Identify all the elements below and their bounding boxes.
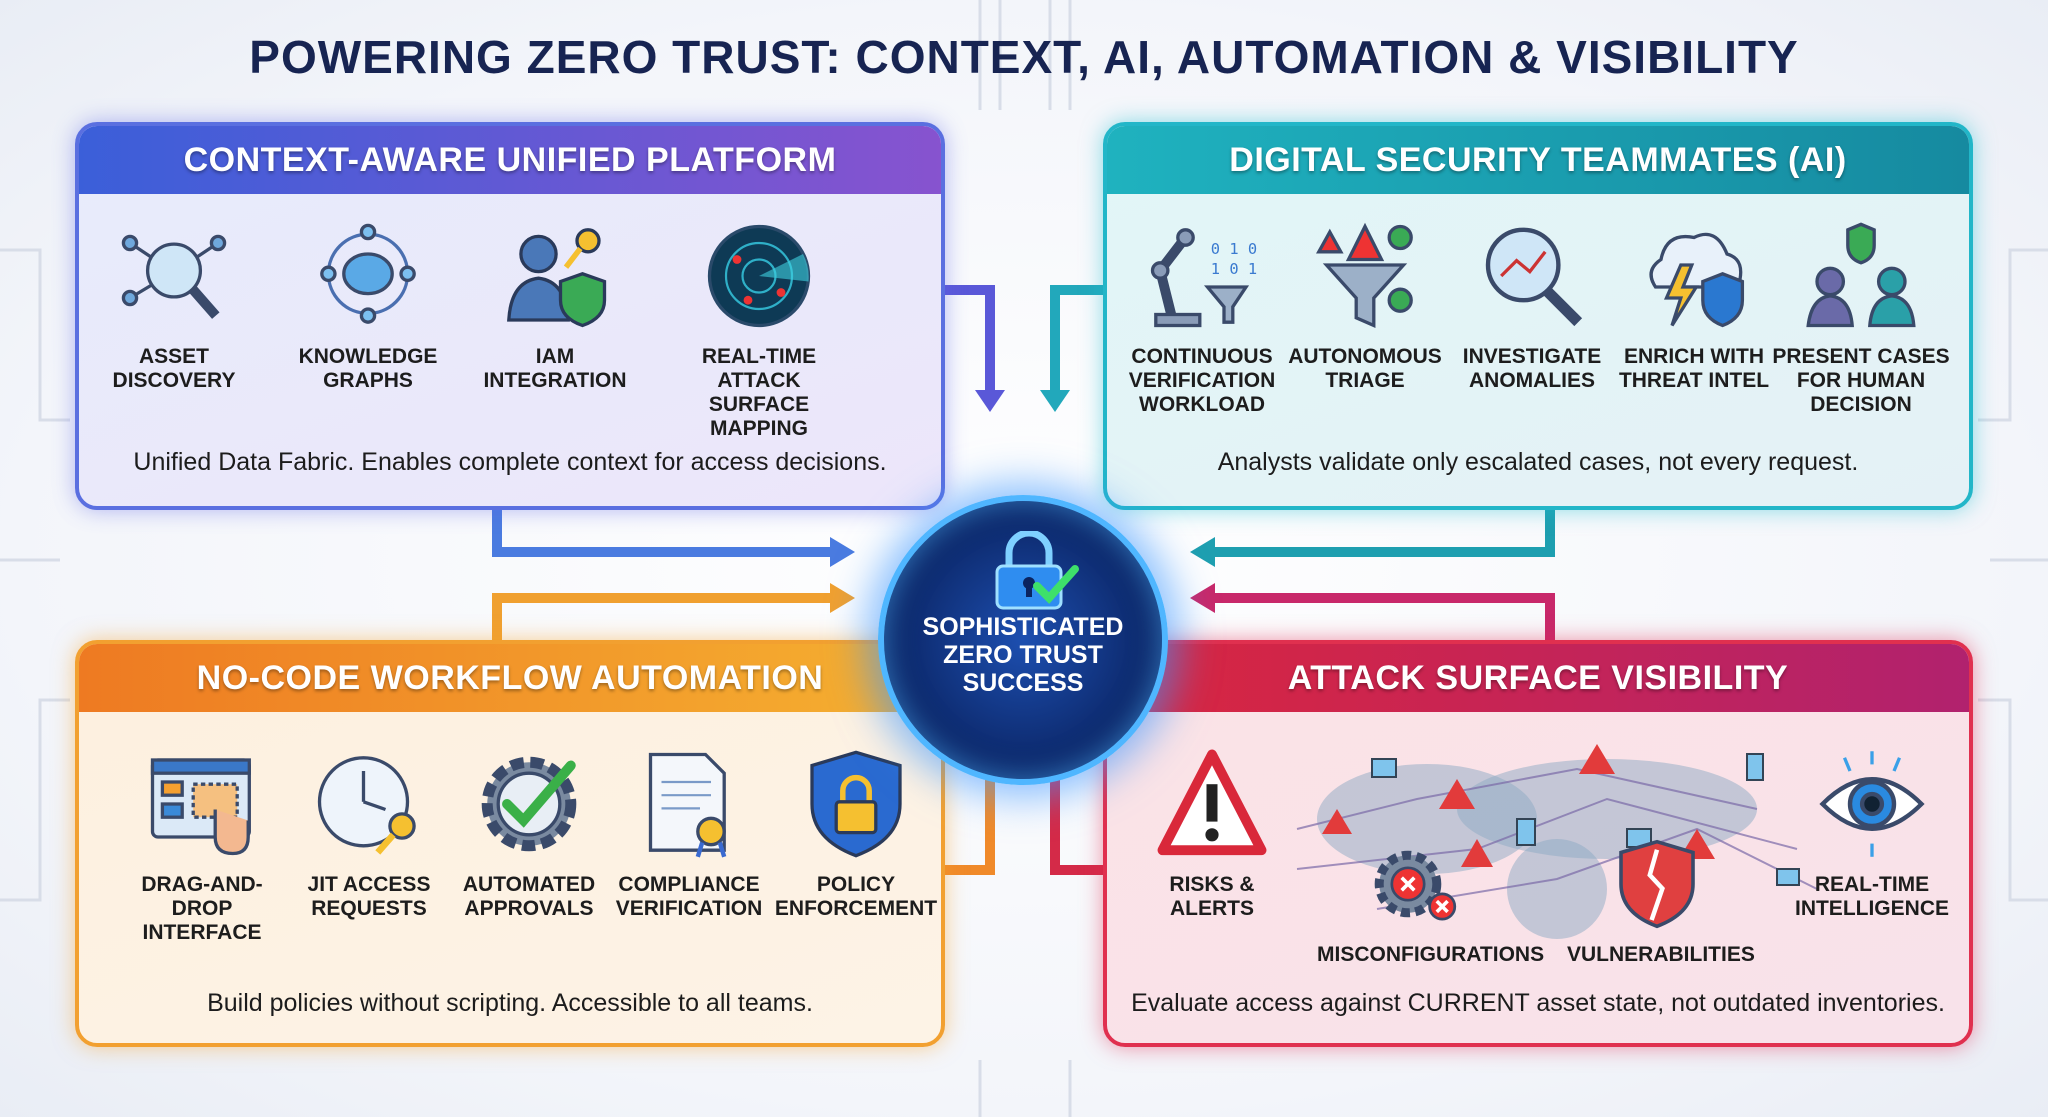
world-map-network (1296, 744, 1818, 939)
panel-caption: Analysts validate only escalated cases, … (1217, 448, 1859, 476)
feature-item: POLICY ENFORCEMENT (766, 749, 941, 921)
feature-label: DRAG-AND-DROP INTERFACE (141, 873, 263, 944)
feature-item: REAL-TIME ATTACK SURFACE MAPPING (669, 221, 849, 441)
arrow-ai-left (1210, 505, 1555, 557)
zero-trust-hub: SOPHISTICATED ZERO TRUST SUCCESS (878, 495, 1168, 785)
radar-icon (707, 224, 811, 328)
feature-label: AUTOMATED APPROVALS (462, 873, 596, 920)
feature-item: JIT ACCESS REQUESTS (279, 749, 459, 921)
panel-context-aware-platform: CONTEXT-AWARE UNIFIED PLATFORM ASSET DIS… (75, 122, 945, 510)
lock-check-icon (995, 531, 1079, 610)
panel-attack-surface-visibility: ATTACK SURFACE VISIBILITY RISKS & ALERTS… (1103, 640, 1973, 1047)
arrow-ai-down (1050, 285, 1108, 395)
user-key-shield-icon (507, 228, 607, 328)
feature-item: IAM INTEGRATION (465, 221, 645, 393)
feature-label: REAL-TIME ATTACK SURFACE MAPPING (701, 345, 817, 440)
brain-network-icon (320, 223, 416, 324)
arrow-visibility-up (1050, 770, 1108, 875)
feature-label: COMPLIANCE VERIFICATION (615, 873, 763, 920)
feature-label: IAM INTEGRATION (483, 345, 627, 392)
feature-item: ENRICH WITH THREAT INTEL (1604, 221, 1784, 393)
arrow-context-right (492, 505, 835, 557)
feature-label: KNOWLEDGE GRAPHS (298, 345, 438, 392)
panel-caption: Evaluate access against CURRENT asset st… (1131, 989, 1945, 1017)
feature-item: 0 1 0 1 0 1 CONTINUOUS VERIFICATION WORKLO… (1112, 221, 1292, 417)
feature-item: REAL-TIME INTELLIGENCE (1782, 749, 1962, 921)
feature-label: RISKS & ALERTS (1169, 873, 1255, 920)
panel-header: NO-CODE WORKFLOW AUTOMATION (79, 644, 941, 712)
people-shield-icon (1806, 222, 1916, 328)
warning-triangle-icon (1157, 749, 1267, 856)
panel-caption: Build policies without scripting. Access… (207, 989, 813, 1017)
feature-label: CONTINUOUS VERIFICATION WORKLOAD (1128, 345, 1276, 416)
feature-icon-wrap (1567, 839, 1747, 929)
arrow-automation-right (492, 593, 835, 645)
eye-icon (1819, 751, 1925, 857)
feature-label: JIT ACCESS REQUESTS (307, 873, 431, 920)
shield-lock-icon (810, 750, 902, 858)
feature-item: MISCONFIGURATIONS (1317, 929, 1545, 967)
feature-item: RISKS & ALERTS (1122, 749, 1302, 921)
hub-label: SOPHISTICATED ZERO TRUST SUCCESS (922, 613, 1124, 697)
feature-item: PRESENT CASES FOR HUMAN DECISION (1771, 221, 1951, 417)
magnifier-network-icon (121, 234, 227, 319)
clock-key-icon (317, 756, 416, 855)
feature-item: ASSET DISCOVERY (84, 221, 264, 393)
feature-item: AUTOMATED APPROVALS (439, 749, 619, 921)
feature-label: ENRICH WITH THREAT INTEL (1618, 345, 1770, 392)
feature-item: KNOWLEDGE GRAPHS (278, 221, 458, 393)
panel-caption: Unified Data Fabric. Enables complete co… (133, 448, 887, 476)
feature-item: DRAG-AND-DROP INTERFACE (112, 749, 292, 945)
feature-label: AUTONOMOUS TRIAGE (1288, 345, 1442, 392)
svg-text:0 1 0: 0 1 0 (1211, 240, 1257, 258)
panel-no-code-automation: NO-CODE WORKFLOW AUTOMATION DRAG-AND-DRO… (75, 640, 945, 1047)
feature-label: POLICY ENFORCEMENT (774, 873, 938, 920)
feature-item: AUTONOMOUS TRIAGE (1275, 221, 1455, 393)
gear-check-icon (481, 756, 577, 852)
feature-label: INVESTIGATE ANOMALIES (1462, 345, 1602, 392)
panel-header: ATTACK SURFACE VISIBILITY (1107, 644, 1969, 712)
magnifier-chart-icon (1485, 227, 1583, 327)
arrow-visibility-left (1210, 593, 1555, 645)
certificate-icon (648, 752, 727, 858)
svg-text:1 0 1: 1 0 1 (1211, 260, 1257, 278)
robot-arm-icon: 0 1 0 1 0 1 (1150, 228, 1257, 328)
feature-icon-wrap (1327, 839, 1507, 929)
panel-header: CONTEXT-AWARE UNIFIED PLATFORM (79, 126, 941, 194)
arrow-automation-up (940, 770, 995, 875)
feature-label: REAL-TIME INTELLIGENCE (1794, 873, 1949, 920)
gear-error-icon (1374, 850, 1457, 921)
feature-label: PRESENT CASES FOR HUMAN DECISION (1772, 345, 1950, 416)
cloud-lightning-shield-icon (1649, 232, 1745, 328)
page-title: POWERING ZERO TRUST: CONTEXT, AI, AUTOMA… (249, 31, 1799, 83)
funnel-alert-icon (1315, 222, 1413, 329)
feature-label: ASSET DISCOVERY (112, 345, 236, 392)
panel-header: DIGITAL SECURITY TEAMMATES (AI) (1107, 126, 1969, 194)
broken-shield-icon (1619, 839, 1695, 929)
feature-label: VULNERABILITIES (1567, 943, 1755, 966)
panel-digital-security-teammates: DIGITAL SECURITY TEAMMATES (AI) 0 1 0 1 0… (1103, 122, 1973, 510)
drag-drop-window-icon (150, 758, 251, 856)
feature-item: VULNERABILITIES (1567, 929, 1755, 967)
arrow-context-down (940, 285, 995, 395)
feature-item: INVESTIGATE ANOMALIES (1442, 221, 1622, 393)
feature-label: MISCONFIGURATIONS (1317, 943, 1545, 966)
feature-item: COMPLIANCE VERIFICATION (599, 749, 779, 921)
